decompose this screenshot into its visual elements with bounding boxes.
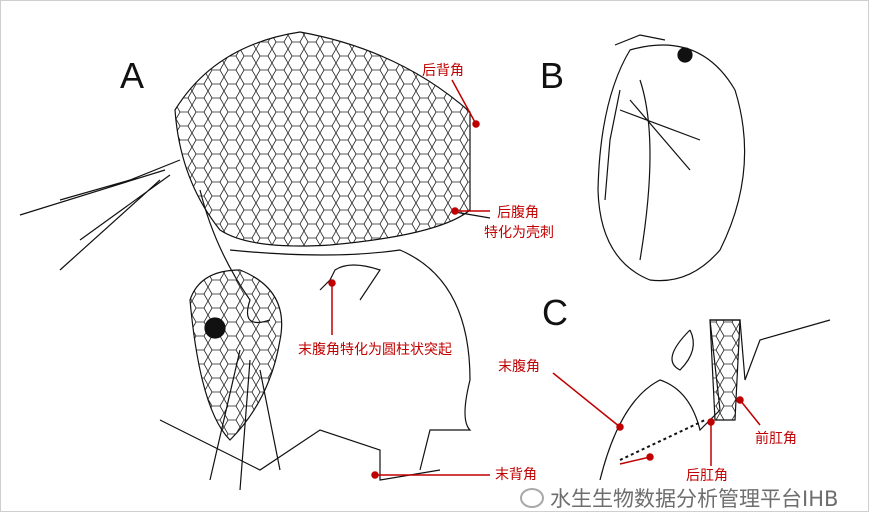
label-terminal-dorsal: 末背角 [495, 467, 537, 483]
label-posterior-ventral: 后腹角 [497, 205, 539, 221]
postabdomen-c-drawing [599, 319, 831, 481]
panel-label-a: A [120, 55, 145, 96]
daphnia-a-drawing [19, 31, 491, 491]
label-posterior-dorsal: 后背角 [422, 63, 464, 79]
label-leaders [328, 79, 761, 479]
panel-label-b: B [540, 55, 565, 96]
label-terminal-ventral-c: 末腹角 [498, 359, 540, 375]
panel-label-c: C [542, 292, 568, 333]
label-posterior-ventral-spine: 特化为壳刺 [484, 225, 554, 241]
watermark: 水生生物数据分析管理平台IHB [520, 488, 838, 510]
label-preanal: 前肛角 [755, 431, 797, 447]
watermark-text: 水生生物数据分析管理平台IHB [550, 487, 839, 511]
label-postanal: 后肛角 [686, 468, 728, 484]
wechat-icon [520, 488, 544, 508]
label-terminal-ventral-a: 末腹角特化为圆柱状突起 [298, 342, 452, 358]
daphnia-b-drawing [597, 34, 746, 282]
